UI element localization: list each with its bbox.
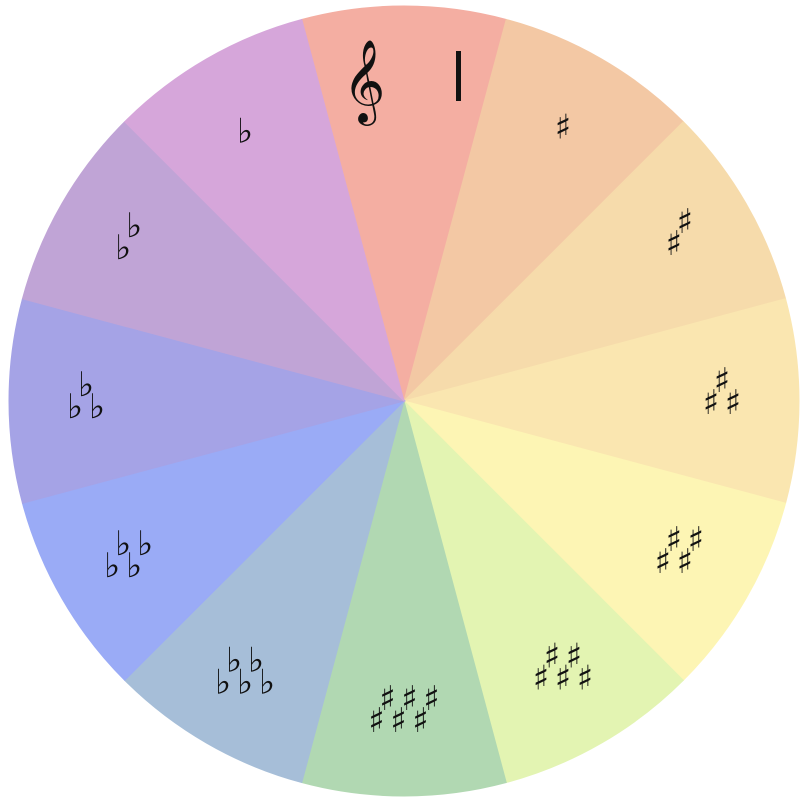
sector-db: [123, 399, 405, 784]
sector-f-sharp: [301, 399, 507, 797]
sharp-icon: ♯: [703, 383, 719, 423]
flat-icon: ♭: [137, 524, 153, 564]
sharp-icon: ♯: [423, 679, 439, 719]
sharp-icon: ♯: [379, 679, 395, 719]
flat-icon: ♭: [67, 387, 83, 427]
key-signature-a: ♯♯♯: [703, 361, 741, 423]
flat-icon: ♭: [237, 662, 253, 702]
flat-icon: ♭: [115, 524, 131, 564]
key-signature-c: 𝄞: [343, 38, 461, 126]
sharp-icon: ♯: [368, 701, 384, 741]
sharp-icon: ♯: [677, 542, 693, 582]
sharp-icon: ♯: [401, 679, 417, 719]
flat-icon: ♭: [126, 546, 142, 586]
sharp-icon: ♯: [688, 520, 704, 560]
key-signature-e: ♯♯♯♯: [655, 520, 704, 582]
key-signature-bb: ♭♭: [115, 206, 142, 268]
sector-b: [403, 399, 685, 784]
sharp-icon: ♯: [714, 361, 730, 401]
sharp-icon: ♯: [412, 701, 428, 741]
sharp-icon: ♯: [725, 383, 741, 423]
sharp-icon: ♯: [666, 224, 682, 264]
flat-icon: ♭: [215, 662, 231, 702]
sector-e: [402, 400, 787, 682]
flat-icon: ♭: [237, 112, 253, 152]
sharp-icon: ♯: [566, 636, 582, 676]
key-signature-f-sharp: ♯♯♯♯♯♯: [368, 679, 439, 741]
key-signature-g: ♯: [555, 108, 571, 148]
flat-icon: ♭: [248, 640, 264, 680]
flat-icon: ♭: [115, 228, 131, 268]
sector-f: [123, 18, 405, 403]
sharp-icon: ♯: [555, 658, 571, 698]
sector-eb: [8, 298, 406, 504]
key-signature-ab: ♭♭♭♭: [104, 524, 153, 586]
sharp-icon: ♯: [677, 202, 693, 242]
flat-icon: ♭: [89, 387, 105, 427]
sharp-icon: ♯: [533, 658, 549, 698]
sharp-icon: ♯: [390, 701, 406, 741]
flat-icon: ♭: [226, 640, 242, 680]
sector-g: [403, 18, 685, 403]
sharp-icon: ♯: [555, 108, 571, 148]
sharp-icon: ♯: [544, 636, 560, 676]
barline-icon: [456, 51, 461, 101]
sharp-icon: ♯: [666, 520, 682, 560]
key-signature-b: ♯♯♯♯♯: [533, 636, 593, 698]
sector-c: [301, 5, 507, 403]
treble-clef-icon: 𝄞: [343, 38, 386, 126]
key-signature-eb: ♭♭♭: [67, 365, 105, 427]
key-signature-f: ♭: [237, 112, 253, 152]
flat-icon: ♭: [126, 206, 142, 246]
sector-bb: [21, 120, 406, 402]
flat-icon: ♭: [78, 365, 94, 405]
sharp-icon: ♯: [655, 542, 671, 582]
flat-icon: ♭: [259, 662, 275, 702]
sector-d: [402, 120, 787, 402]
sector-ab: [21, 400, 406, 682]
flat-icon: ♭: [104, 546, 120, 586]
sharp-icon: ♯: [577, 658, 593, 698]
key-signature-db: ♭♭♭♭♭: [215, 640, 275, 702]
sector-a: [402, 298, 800, 504]
key-signature-d: ♯♯: [666, 202, 693, 264]
